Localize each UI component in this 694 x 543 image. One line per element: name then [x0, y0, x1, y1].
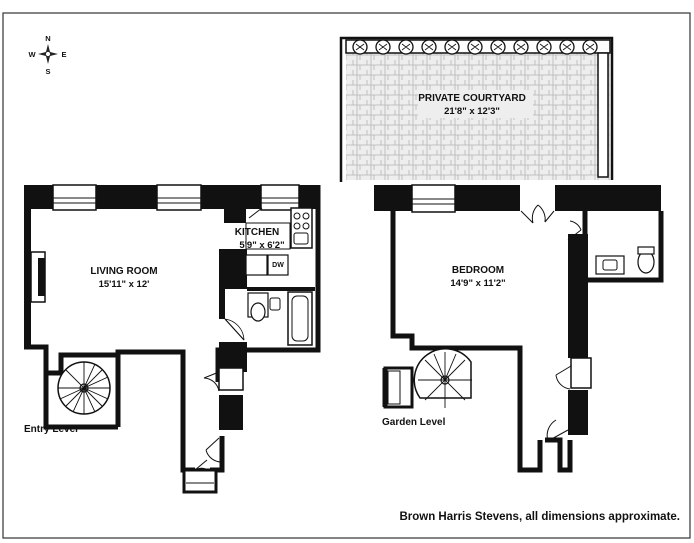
spiral-staircase: [57, 361, 111, 415]
compass-west-label: W: [28, 50, 36, 59]
garden-level-label: Garden Level: [382, 417, 446, 428]
garden-level-plan: BEDROOM 14'9" x 11'2" Garden Level: [374, 184, 664, 473]
sink-icon: [269, 297, 281, 311]
dishwasher-label: DW: [272, 262, 284, 269]
living-room-dims: 15'11" x 12': [99, 279, 150, 290]
spiral-staircase: [413, 348, 472, 408]
living-room-label: LIVING ROOM: [90, 266, 157, 277]
courtyard: PRIVATE COURTYARD 21'8" x 12'3": [339, 36, 614, 182]
dishwasher: [267, 254, 289, 276]
entry-level-plan: DW LIVING ROOM 15'11" x 12' KITCHEN 5'9"…: [24, 184, 321, 494]
compass-east-label: E: [61, 50, 66, 59]
stove-burner-icon: [302, 222, 310, 230]
compass-rose: N S E W: [28, 34, 66, 76]
stove-burner-icon: [293, 212, 301, 220]
compass-south-label: S: [45, 67, 50, 76]
bedroom-dims: 14'9" x 11'2": [450, 278, 505, 289]
sink-icon: [293, 232, 309, 245]
bedroom-label: BEDROOM: [452, 265, 504, 276]
planter-box: [597, 52, 609, 178]
courtyard-dims: 21'8" x 12'3": [444, 106, 500, 117]
sink-icon: [602, 259, 618, 271]
page-frame: [2, 12, 691, 539]
stove-burner-icon: [302, 212, 310, 220]
toilet-icon: [250, 302, 266, 322]
courtyard-label: PRIVATE COURTYARD: [418, 93, 526, 104]
kitchen-dims: 5'9" x 6'2": [239, 240, 284, 251]
kitchen-label: KITCHEN: [235, 227, 279, 238]
entry-level-label: Entry Level: [24, 424, 78, 435]
credit-line: Brown Harris Stevens, all dimensions app…: [399, 511, 680, 523]
compass-north-label: N: [45, 34, 50, 43]
stove-burner-icon: [293, 222, 301, 230]
